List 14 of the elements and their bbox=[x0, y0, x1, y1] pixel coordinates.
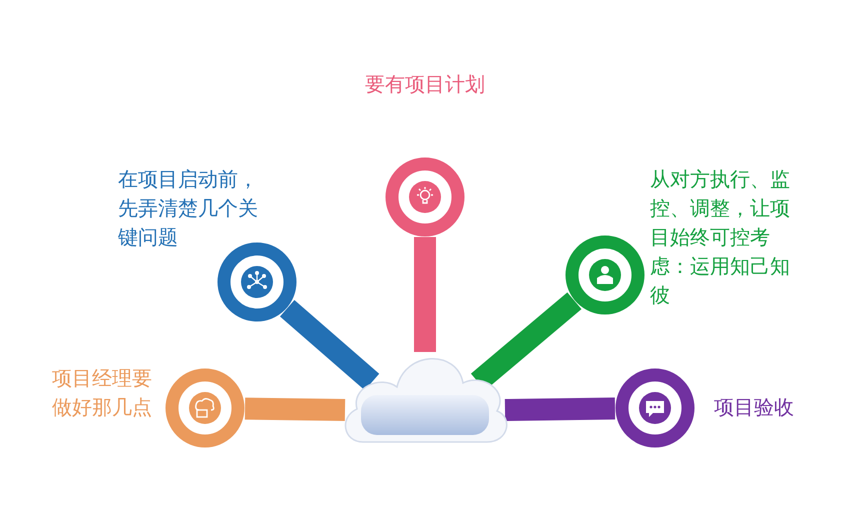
ring-marker bbox=[565, 235, 645, 315]
caption-text: 项目经理要做好那几点 bbox=[51, 365, 152, 421]
caption-text: 要有项目计划 bbox=[364, 71, 486, 98]
connector-bar bbox=[244, 398, 346, 421]
ring-marker bbox=[615, 368, 695, 448]
ring-marker bbox=[217, 242, 297, 322]
connector-bar bbox=[414, 237, 436, 352]
caption-text: 在项目启动前，先弄清楚几个关键问题 bbox=[118, 166, 259, 251]
caption-text: 项目验收 bbox=[714, 394, 795, 421]
connector-bar bbox=[504, 398, 616, 421]
ring-marker bbox=[385, 157, 465, 237]
caption-text: 从对方执行、监控、调整，让项目始终可控考虑：运用知己知彼 bbox=[650, 166, 791, 309]
connector-bar bbox=[280, 300, 380, 390]
ring-marker bbox=[165, 368, 245, 448]
